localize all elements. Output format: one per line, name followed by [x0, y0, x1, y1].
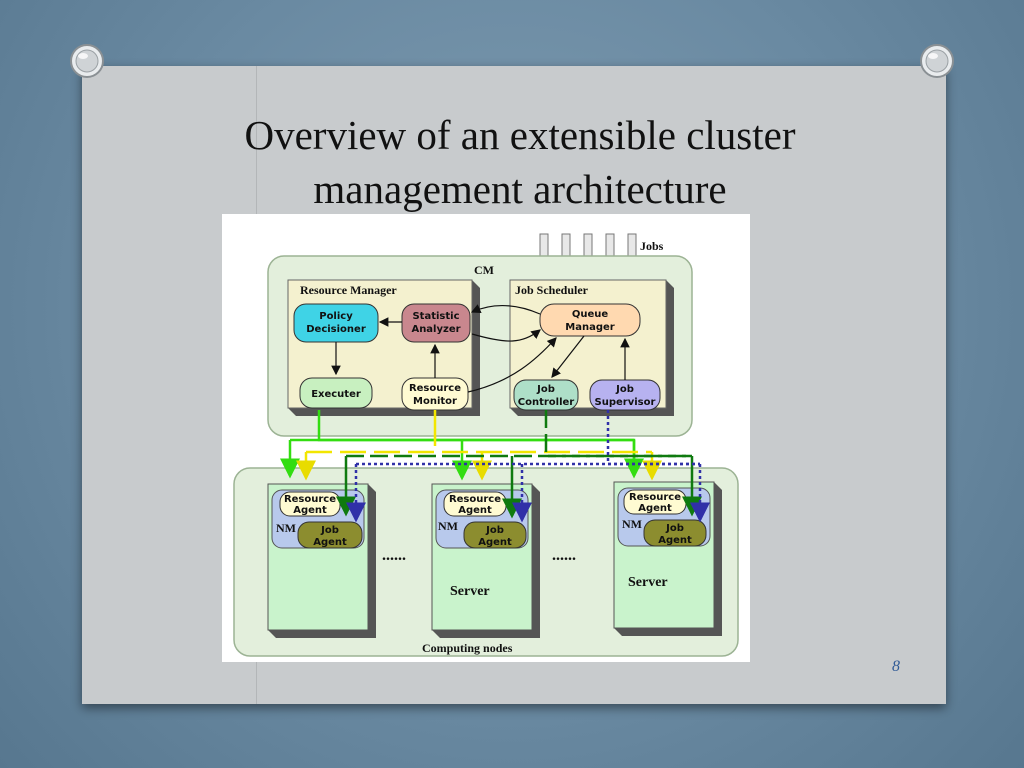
queue-manager-label-2: Manager: [565, 322, 615, 333]
statistic-analyzer-node: [401, 303, 471, 343]
pin-icon-left: [70, 44, 104, 78]
queue-manager-node: [539, 303, 641, 337]
policy-decisioner-label-2: Decisioner: [306, 324, 366, 335]
s2-nm-label: NM: [438, 519, 458, 533]
cm-label: CM: [474, 263, 494, 277]
policy-decisioner-node: [293, 303, 379, 343]
s2-job-agent-2: Agent: [478, 537, 512, 548]
title-line-2: management architecture: [313, 166, 727, 212]
page-number: 8: [892, 658, 900, 675]
server-1: [267, 483, 376, 638]
s1-resource-agent-2: Agent: [293, 505, 327, 516]
executer-label: Executer: [311, 389, 361, 400]
s3-nm-label: NM: [622, 517, 642, 531]
job-supervisor-label-1: Job: [615, 384, 634, 395]
s1-job-agent-2: Agent: [313, 537, 347, 548]
policy-decisioner-label-1: Policy: [319, 311, 353, 322]
s1-nm-label: NM: [276, 521, 296, 535]
computing-nodes-label: Computing nodes: [422, 641, 513, 655]
job-scheduler-label: Job Scheduler: [515, 283, 589, 297]
queue-manager-label-1: Queue: [572, 309, 609, 320]
s3-resource-agent-2: Agent: [638, 503, 672, 514]
title-line-1: Overview of an extensible cluster: [244, 112, 796, 158]
s3-job-agent-2: Agent: [658, 535, 692, 546]
s3-server-label: Server: [628, 575, 668, 590]
s2-resource-agent-2: Agent: [458, 505, 492, 516]
architecture-diagram: Jobs CM Resource Manager Job Scheduler P…: [222, 214, 750, 662]
s2-server-label: Server: [450, 584, 490, 599]
slide-title: Overview of an extensible cluster manage…: [140, 108, 900, 216]
jobs-label: Jobs: [640, 239, 664, 253]
s3-job-agent-1: Job: [665, 523, 684, 534]
ellipsis-1: ......: [382, 547, 406, 564]
s1-job-agent-1: Job: [320, 525, 339, 536]
statistic-analyzer-label-2: Analyzer: [411, 324, 460, 335]
job-controller-label-1: Job: [536, 384, 555, 395]
s1-resource-agent-1: Resource: [284, 494, 336, 505]
resource-monitor-label-1: Resource: [409, 383, 461, 394]
resource-monitor-label-2: Monitor: [413, 396, 457, 407]
server-2: [431, 483, 540, 638]
statistic-analyzer-label-1: Statistic: [412, 311, 459, 322]
pin-icon-right: [920, 44, 954, 78]
s2-job-agent-1: Job: [485, 525, 504, 536]
resource-manager-label: Resource Manager: [300, 283, 397, 297]
connector-lines: [280, 410, 710, 523]
s3-resource-agent-1: Resource: [629, 492, 681, 503]
ellipsis-2: ......: [552, 547, 576, 564]
executer-node: [299, 377, 373, 409]
job-controller-label-2: Controller: [518, 397, 575, 408]
s2-resource-agent-1: Resource: [449, 494, 501, 505]
job-supervisor-label-2: Supervisor: [595, 397, 656, 408]
internal-arrows: [331, 304, 630, 393]
